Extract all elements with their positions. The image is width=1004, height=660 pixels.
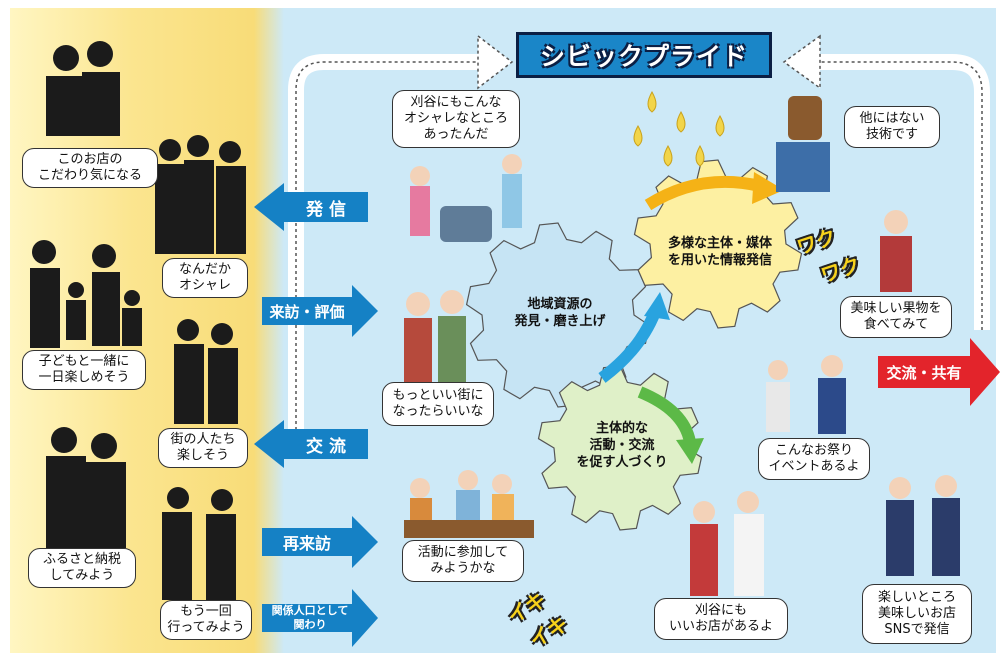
arrow-label-koryu: 交 流 (306, 436, 346, 457)
bubble-kodawari: このお店の こだわり気になる (22, 148, 158, 188)
arrow-sairaiho (262, 516, 378, 568)
cycle-arrow-yellow-head (752, 172, 784, 204)
arrow-label-koryu-kyoyu: 交流・共有 (886, 363, 962, 382)
left-loop-arrow (288, 34, 514, 430)
panel-fade (254, 8, 284, 653)
bubble-ii-omise: 刈谷にも いいお店があるよ (654, 598, 788, 640)
arrow-label-hasshin: 発 信 (306, 199, 346, 220)
arrow-label-kankei: 関係人口として 関わり (271, 604, 349, 631)
silhouettes-left (30, 41, 246, 600)
gear-text-info-dissemination: 多様な主体・媒体 を用いた情報発信 (667, 236, 772, 268)
arrow-raiho (262, 285, 378, 337)
gear-info-dissemination (633, 159, 803, 329)
cycle-arrow-green (637, 386, 696, 444)
arrow-hasshin (254, 183, 368, 231)
bubble-omatsuri: こんなお祭り イベントあるよ (758, 438, 870, 480)
idea-drops (633, 90, 725, 167)
bubble-sns-hasshin: 楽しいところ 美味しいお店 SNSで発信 (862, 584, 972, 644)
page-title: シビックプライド (516, 32, 772, 78)
illustrated-people (404, 96, 960, 596)
bubble-gijutsu: 他にはない 技術です (844, 106, 940, 148)
bubble-oshare-tokoro: 刈谷にもこんな オシャレなところ あったんだ (392, 90, 520, 148)
bubble-mou-ikkai: もう一回 行ってみよう (160, 600, 252, 640)
arrow-koryu-kyoyu (878, 338, 1000, 406)
arrow-label-sairaiho: 再来訪 (282, 534, 331, 553)
bubble-furusato-nozei: ふるさと納税 してみよう (28, 548, 136, 588)
bubble-kudamono: 美味しい果物を 食べてみて (840, 296, 952, 338)
cycle-arrow-yellow (644, 175, 762, 211)
cycle-arrow-blue (598, 309, 661, 383)
cycle-arrow-blue-head (644, 292, 670, 320)
cycle-arrow-green-head (676, 438, 704, 464)
arrow-koryu (254, 420, 368, 468)
bubble-katsudo-sanka: 活動に参加して みようかな (402, 540, 524, 582)
bubble-kodomo: 子どもと一緒に 一日楽しめそう (22, 350, 146, 390)
bubble-motto-ii-machi: もっといい街に なったらいいな (382, 382, 494, 426)
gear-text-local-resources: 地域資源の 発見・磨き上げ (514, 297, 606, 329)
gear-text-people-development: 主体的な 活動・交流 を促す人づくり (576, 421, 668, 470)
arrow-kankei (262, 589, 378, 647)
bubble-oshare: なんだか オシャレ (162, 258, 248, 298)
right-loop-arrow (782, 34, 990, 330)
bubble-machi-no-hito: 街の人たち 楽しそう (158, 428, 248, 468)
arrow-label-raiho: 来訪・評価 (269, 302, 345, 321)
